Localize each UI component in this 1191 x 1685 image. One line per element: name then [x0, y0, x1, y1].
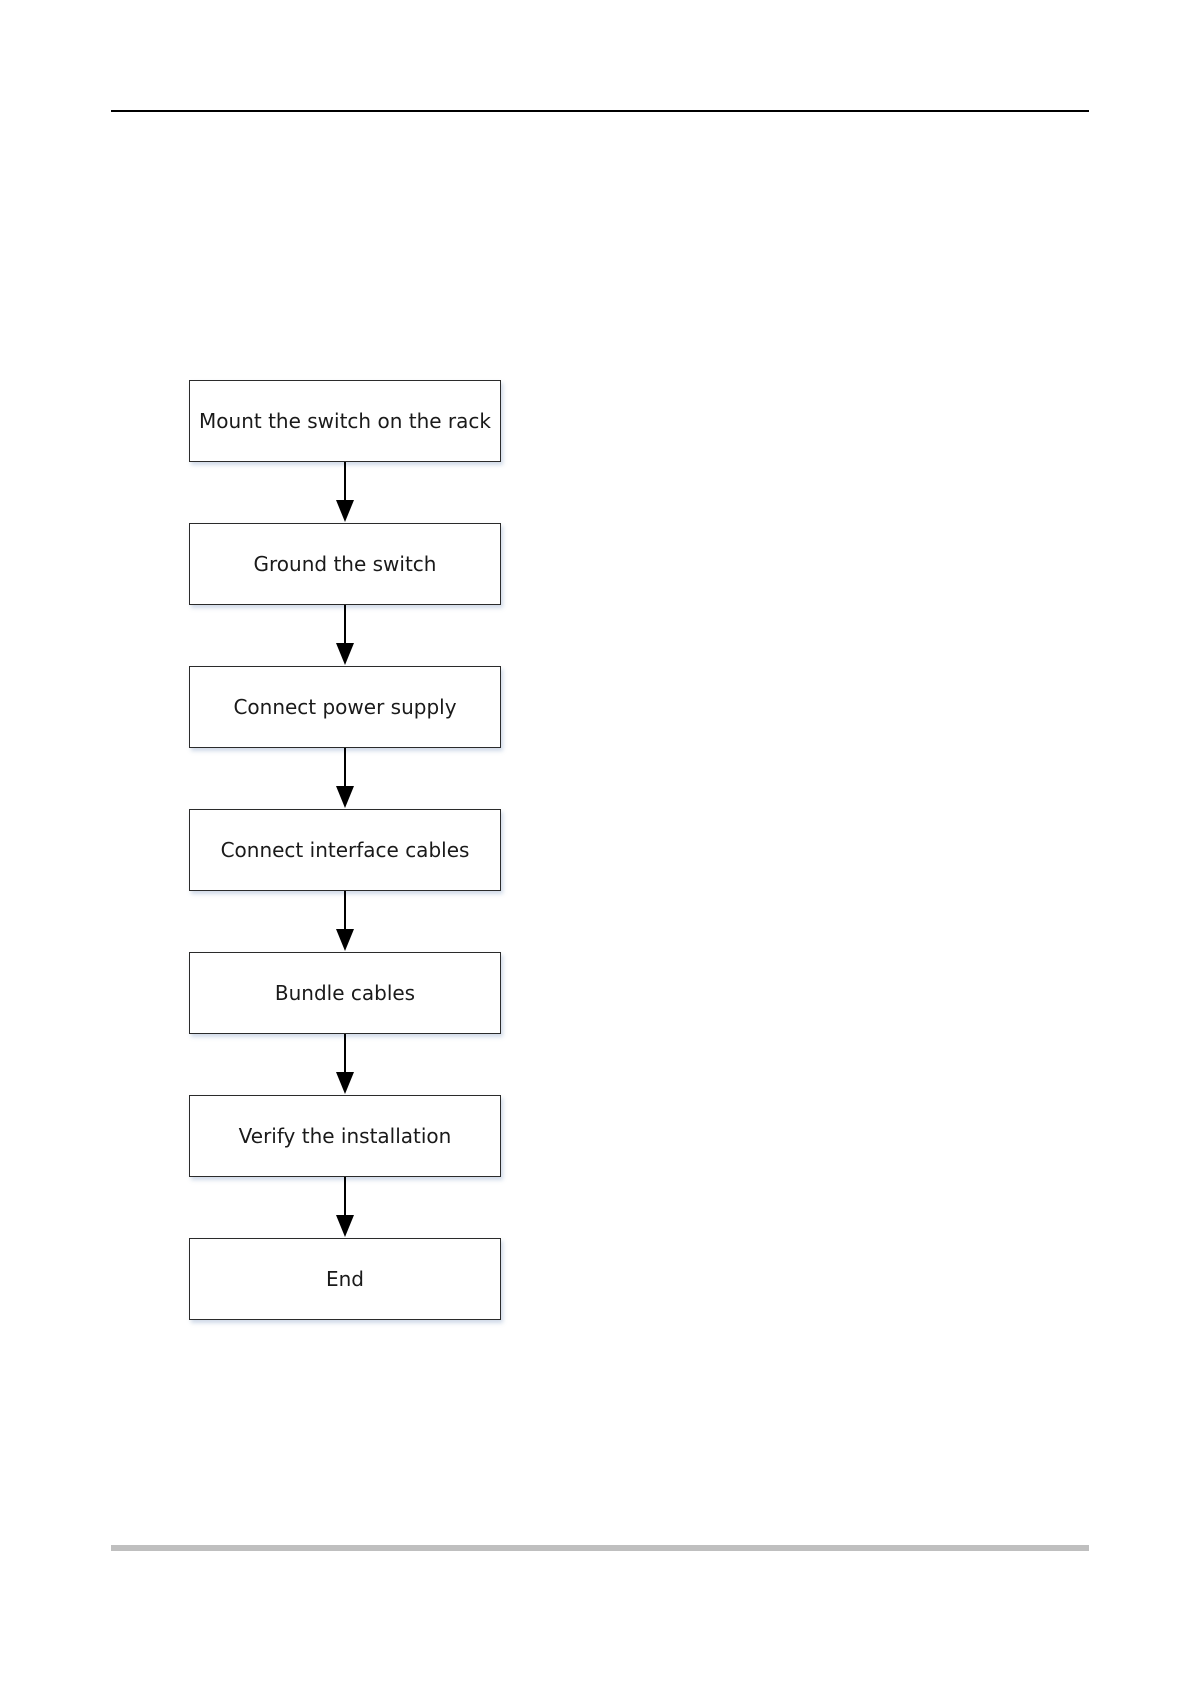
- flow-step-connect-interface-cables: Connect interface cables: [189, 809, 501, 891]
- flow-arrow: [189, 1034, 501, 1095]
- installation-flowchart: Mount the switch on the rack Ground the …: [189, 380, 501, 1320]
- flow-step-verify-installation: Verify the installation: [189, 1095, 501, 1177]
- flow-step-connect-power: Connect power supply: [189, 666, 501, 748]
- flow-arrow: [189, 748, 501, 809]
- footer-rule: [111, 1545, 1089, 1551]
- flow-arrow: [189, 891, 501, 952]
- flow-step-bundle-cables: Bundle cables: [189, 952, 501, 1034]
- flow-step-ground-switch: Ground the switch: [189, 523, 501, 605]
- flow-step-end: End: [189, 1238, 501, 1320]
- header-rule: [111, 110, 1089, 112]
- flow-arrow: [189, 605, 501, 666]
- flow-step-mount-rack: Mount the switch on the rack: [189, 380, 501, 462]
- flow-arrow: [189, 1177, 501, 1238]
- flow-arrow: [189, 462, 501, 523]
